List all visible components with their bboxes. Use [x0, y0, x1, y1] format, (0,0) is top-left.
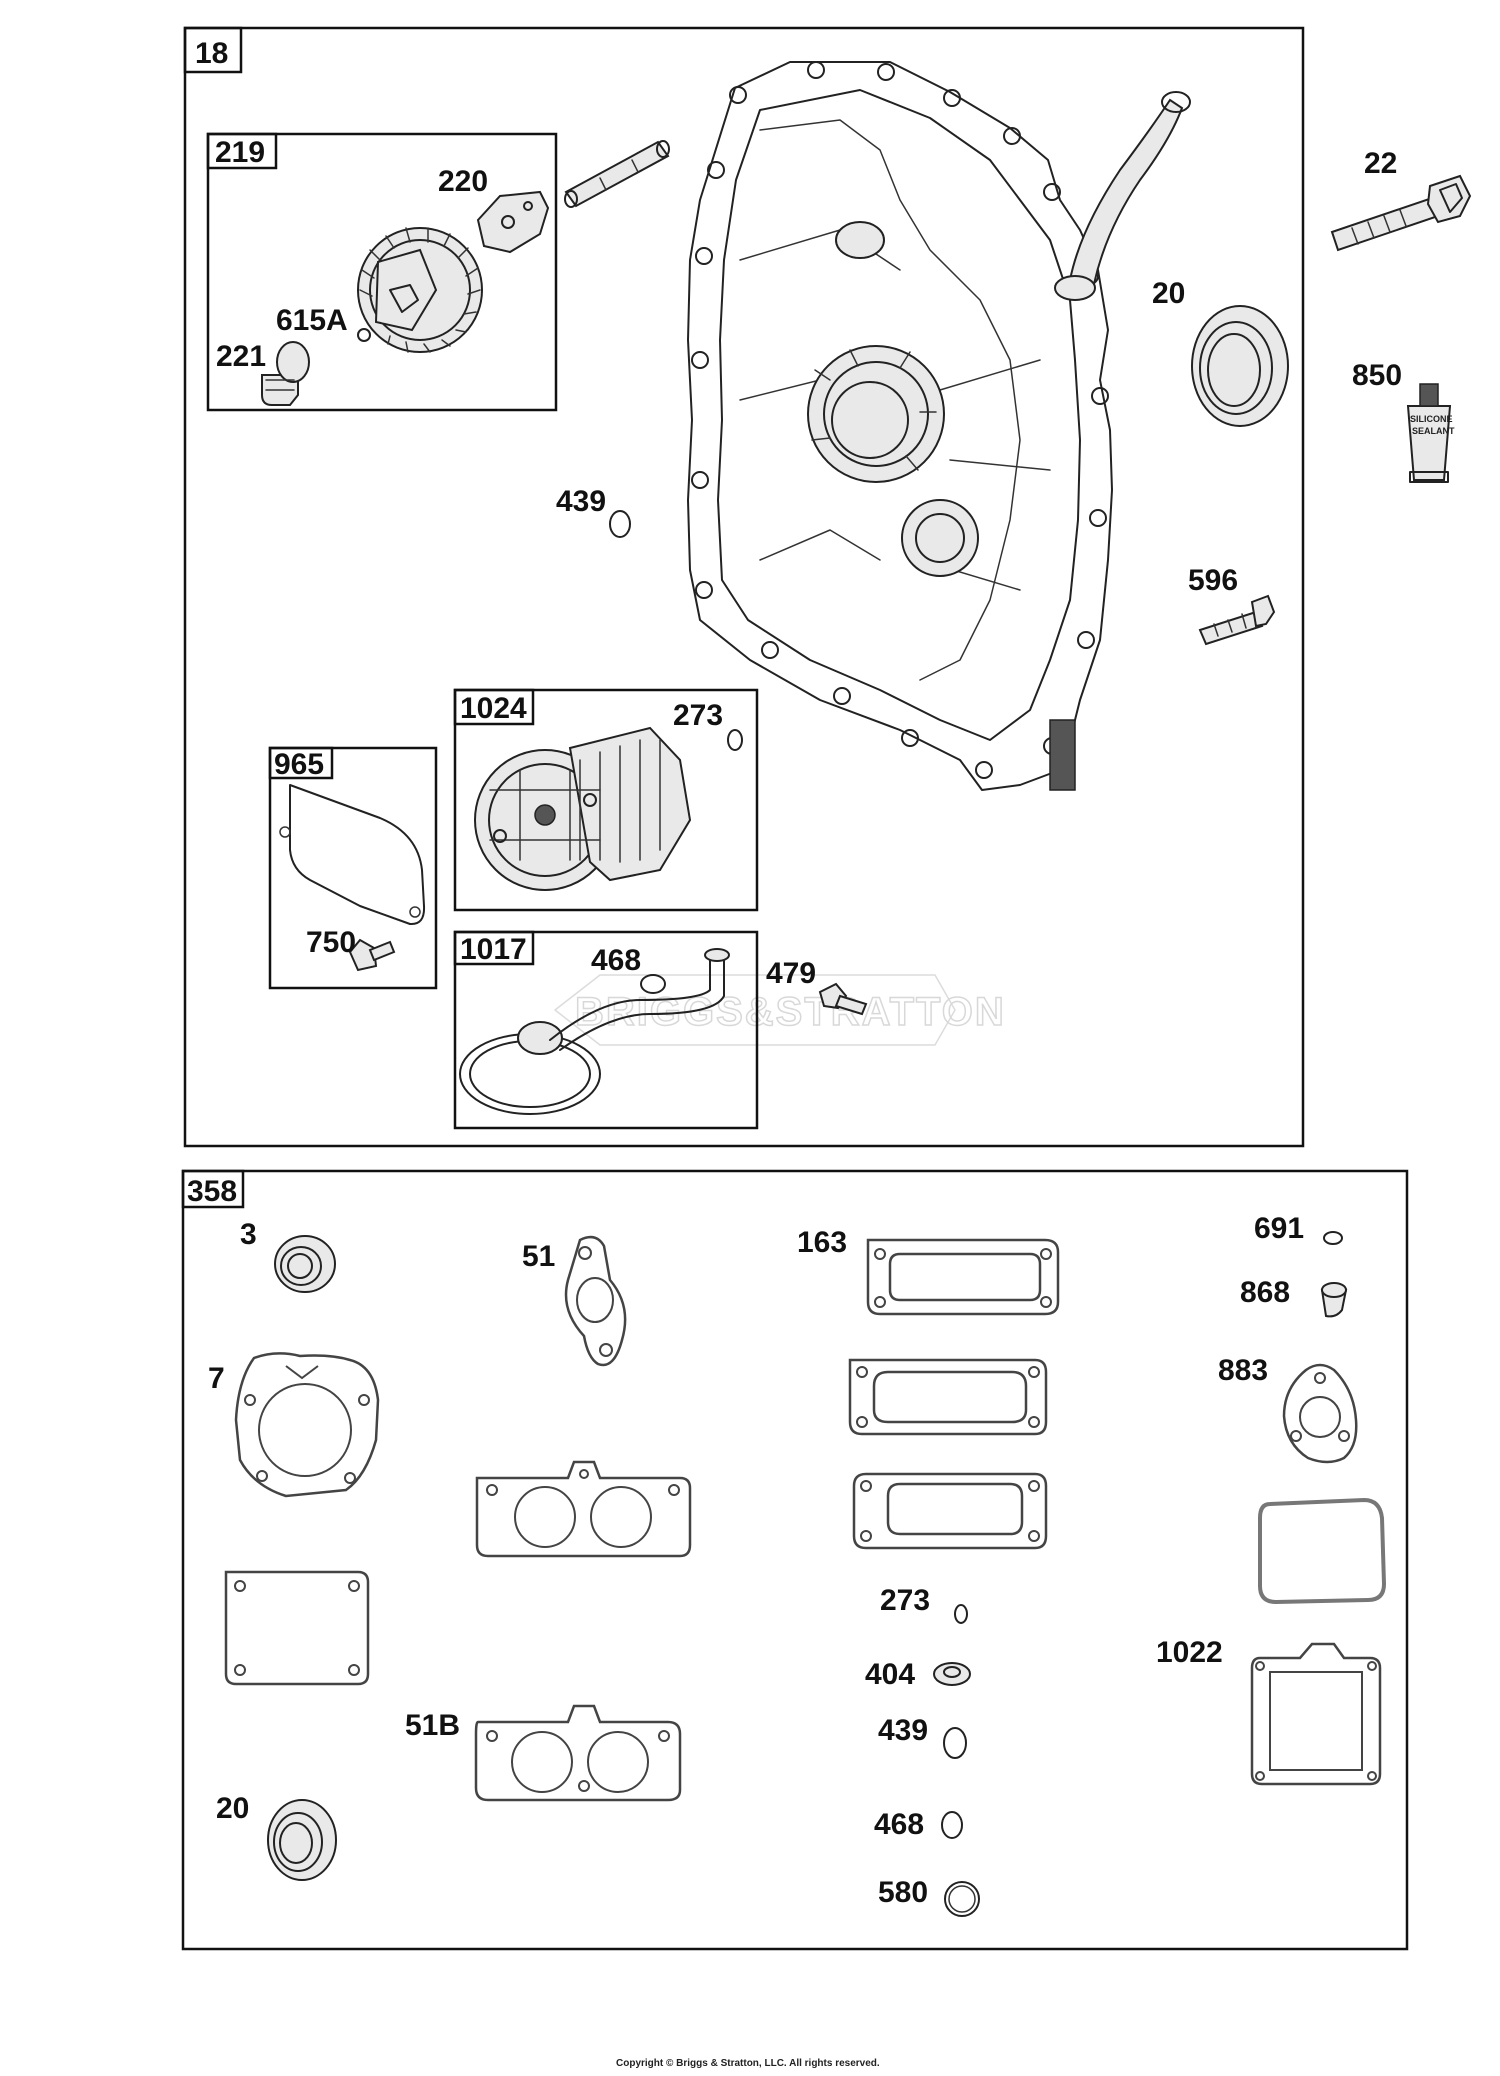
gasket-163-part — [866, 1238, 1060, 1316]
oil-seal-20-bottom-part — [267, 1799, 337, 1881]
intake-gasket-part — [475, 1460, 692, 1558]
subkit-1017-number: 1017 — [460, 933, 527, 966]
seal-ring-right-part — [1258, 1497, 1387, 1605]
gasket-883-part — [1282, 1363, 1358, 1464]
callout-439-bottom: 439 — [878, 1714, 928, 1747]
cover-gasket-left-part — [224, 1570, 370, 1686]
subkit-965-number: 965 — [274, 748, 324, 781]
callout-51B: 51B — [405, 1709, 460, 1742]
section-358-frame — [181, 1169, 1409, 1951]
gasket-1022-part — [1250, 1642, 1382, 1786]
callout-51: 51 — [522, 1240, 555, 1273]
callout-596: 596 — [1188, 564, 1238, 597]
silicone-sealant-tube-850-part: SILICONE SEALANT — [1406, 383, 1455, 483]
callout-750: 750 — [306, 926, 356, 959]
callout-479: 479 — [766, 957, 816, 990]
seal-404-part — [933, 1662, 971, 1686]
gasket-51B-part — [474, 1704, 682, 1802]
bolt-22-part — [1330, 174, 1472, 252]
tube-label-line1: SILICONE — [1410, 414, 1453, 424]
callout-468-top: 468 — [591, 944, 641, 977]
tube-label-line2: SEALANT — [1412, 426, 1455, 436]
crankcase-cover-part — [687, 61, 1191, 791]
o-ring-439-top-part — [609, 510, 631, 538]
screw-596-part — [1198, 594, 1276, 646]
o-ring-615A-part — [357, 328, 371, 342]
timing-gear-part — [357, 227, 483, 353]
callout-3: 3 — [240, 1218, 257, 1251]
callout-691: 691 — [1254, 1212, 1304, 1245]
gasket-center-1-part — [848, 1358, 1048, 1436]
section-18-frame — [183, 26, 1305, 1148]
copyright-footer: Copyright © Briggs & Stratton, LLC. All … — [616, 2058, 880, 2069]
oil-pickup-1017-part — [459, 948, 730, 1115]
oil-pump-1024-part — [474, 726, 692, 891]
section-358-number-box — [181, 1169, 245, 1209]
o-ring-439-bottom-part — [943, 1727, 967, 1759]
callout-615A: 615A — [276, 304, 348, 337]
callout-404: 404 — [865, 1658, 915, 1691]
section-18-group: 18 BRIGGS&STRATTON 219 — [183, 26, 1472, 1148]
subkit-965-number-box — [268, 746, 334, 780]
section-358-number: 358 — [187, 1175, 237, 1208]
callout-468-bottom: 468 — [874, 1808, 924, 1841]
washer-691-part — [1323, 1231, 1343, 1245]
screw-750-part — [348, 938, 396, 972]
callout-850: 850 — [1352, 359, 1402, 392]
shaft-part — [564, 140, 670, 208]
subkit-1024-number: 1024 — [460, 692, 527, 725]
head-gasket-7-part — [234, 1352, 380, 1498]
gasket-center-2-part — [852, 1472, 1048, 1550]
callout-1022: 1022 — [1156, 1636, 1223, 1669]
subkit-1024-frame — [453, 688, 759, 912]
briggs-stratton-watermark: BRIGGS&STRATTON — [554, 974, 1006, 1046]
section-358-group: 358 3 51 163 691 — [181, 1169, 1409, 1951]
callout-273-bottom: 273 — [880, 1584, 930, 1617]
subkit-1017-number-box — [453, 930, 535, 966]
callout-868: 868 — [1240, 1276, 1290, 1309]
callout-22: 22 — [1364, 147, 1397, 180]
o-ring-273-bottom-part — [954, 1604, 968, 1624]
oil-seal-20-part — [1191, 305, 1289, 427]
gasket-965-part — [279, 784, 426, 926]
subkit-965-frame — [268, 746, 438, 990]
section-18-number: 18 — [195, 37, 228, 70]
subkit-1024-number-box — [453, 688, 535, 726]
oil-seal-3-part — [274, 1235, 336, 1293]
plug-221-part — [261, 341, 310, 406]
subkit-1017-frame — [453, 930, 759, 1130]
subkit-219-number: 219 — [215, 136, 265, 169]
o-ring-580-part — [944, 1881, 980, 1917]
svg-text:BRIGGS&STRATTON: BRIGGS&STRATTON — [575, 990, 1006, 1034]
screw-479-part — [818, 982, 868, 1016]
section-18-number-box — [183, 26, 243, 74]
callout-273-top: 273 — [673, 699, 723, 732]
gear-plate-220-part — [476, 190, 550, 254]
callout-221: 221 — [216, 340, 266, 373]
callout-7: 7 — [208, 1362, 225, 1395]
subkit-219-frame — [206, 132, 558, 412]
callout-220: 220 — [438, 165, 488, 198]
o-ring-468-bottom-part — [941, 1811, 963, 1839]
callout-163: 163 — [797, 1226, 847, 1259]
callout-580: 580 — [878, 1876, 928, 1909]
callout-20-bottom: 20 — [216, 1792, 249, 1825]
plug-868-part — [1320, 1282, 1348, 1318]
callout-20-top: 20 — [1152, 277, 1185, 310]
callout-439-top: 439 — [556, 485, 606, 518]
o-ring-273-top-part — [727, 729, 743, 751]
o-ring-468-top-part — [640, 974, 666, 994]
gasket-51-part — [564, 1235, 627, 1367]
subkit-219-number-box — [206, 132, 278, 170]
callout-883: 883 — [1218, 1354, 1268, 1387]
